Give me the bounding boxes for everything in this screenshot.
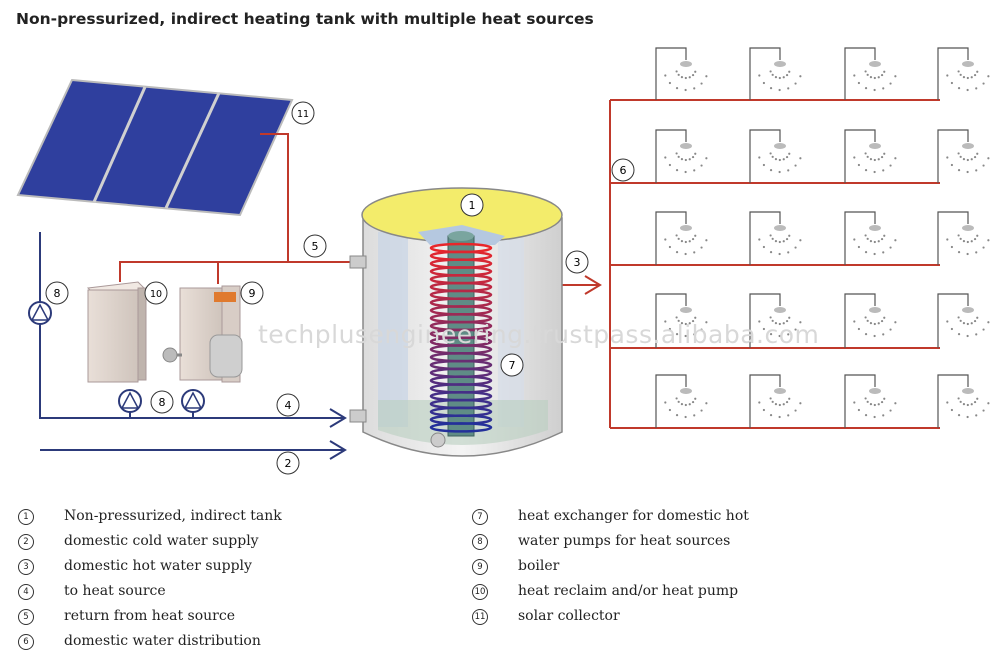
- boiler-unit: [162, 285, 243, 383]
- callout-1-label: 1: [469, 199, 476, 212]
- legend-label: to heat source: [64, 583, 166, 599]
- spray: [853, 307, 897, 338]
- callout-7: 7: [500, 353, 524, 377]
- callout-10-label: 10: [150, 289, 162, 300]
- legend-number: 5: [18, 609, 34, 625]
- legend-label: boiler: [518, 558, 560, 574]
- legend-label: heat exchanger for domestic hot: [518, 508, 749, 524]
- shower-heads: [655, 47, 969, 428]
- legend-number: 11: [472, 609, 488, 625]
- shower-row-3: [655, 211, 969, 265]
- spray: [664, 225, 708, 256]
- legend-label: Non-pressurized, indirect tank: [64, 508, 282, 524]
- callout-5: 5: [303, 234, 327, 258]
- callout-2-label: 2: [285, 457, 292, 470]
- spray: [853, 61, 897, 92]
- heat-pump-unit: [86, 281, 148, 383]
- spray: [758, 143, 802, 174]
- callout-3: 3: [565, 250, 589, 274]
- shower-sprays: [664, 61, 990, 419]
- legend-label: domestic water distribution: [64, 633, 261, 649]
- callout-11-label: 11: [297, 109, 309, 120]
- pump-heat-pump: [118, 389, 142, 413]
- pump-boiler: [181, 389, 205, 413]
- callout-8-bottom-label: 8: [159, 396, 166, 409]
- heat-exchanger-coil: [429, 242, 493, 433]
- spray: [946, 388, 990, 419]
- diagram-title: Non-pressurized, indirect heating tank w…: [16, 10, 594, 28]
- legend-number: 4: [18, 584, 34, 600]
- shower-row-1: [655, 47, 969, 100]
- callout-8-bottom: 8: [150, 390, 174, 414]
- legend-label: domestic hot water supply: [64, 558, 252, 574]
- spray: [853, 388, 897, 419]
- pump-left: [28, 301, 52, 325]
- spray: [664, 307, 708, 338]
- spray: [758, 388, 802, 419]
- hot-water-pipes: [119, 99, 940, 429]
- callout-9: 9: [240, 281, 264, 305]
- spray: [758, 225, 802, 256]
- callout-8-left: 8: [45, 281, 69, 305]
- callout-9-label: 9: [249, 287, 256, 300]
- storage-tank: [349, 187, 563, 457]
- shower-row-4: [655, 293, 969, 348]
- legend-number: 6: [18, 634, 34, 650]
- callout-7-label: 7: [509, 359, 516, 372]
- callout-6-label: 6: [620, 164, 627, 177]
- callout-10: 10: [144, 281, 168, 305]
- coil-ring: [429, 422, 493, 433]
- spray: [664, 61, 708, 92]
- legend-number: 8: [472, 534, 488, 550]
- legend-number: 7: [472, 509, 488, 525]
- callout-5-label: 5: [312, 240, 319, 253]
- callout-3-label: 3: [574, 256, 581, 269]
- spray: [853, 143, 897, 174]
- callout-6: 6: [611, 158, 635, 182]
- legend-number: 1: [18, 509, 34, 525]
- legend-label: heat reclaim and/or heat pump: [518, 583, 739, 599]
- legend-label: domestic cold water supply: [64, 533, 259, 549]
- callout-4: 4: [276, 393, 300, 417]
- callout-2: 2: [276, 451, 300, 475]
- spray: [664, 143, 708, 174]
- heating-system-diagram: 1 2 3 4 5 6 7 8 8 9 10 11: [16, 47, 990, 475]
- spray: [664, 388, 708, 419]
- spray: [853, 225, 897, 256]
- legend-label: solar collector: [518, 608, 620, 624]
- spray: [758, 307, 802, 338]
- shower-row-2: [655, 129, 969, 183]
- watermark: techplusengineering.trustpass.alibaba.co…: [258, 320, 820, 349]
- shower-row-5: [655, 374, 969, 428]
- solar-collector: [16, 78, 294, 217]
- callout-11: 11: [291, 101, 315, 125]
- callout-8-left-label: 8: [54, 287, 61, 300]
- legend-number: 3: [18, 559, 34, 575]
- spray: [946, 61, 990, 92]
- spray: [946, 143, 990, 174]
- cold-water-pipes: [39, 232, 347, 460]
- spray: [946, 225, 990, 256]
- callout-4-label: 4: [285, 399, 292, 412]
- callout-1: 1: [460, 193, 484, 217]
- legend-number: 2: [18, 534, 34, 550]
- spray: [946, 307, 990, 338]
- legend-number: 10: [472, 584, 488, 600]
- legend-label: water pumps for heat sources: [518, 533, 731, 549]
- spray: [758, 61, 802, 92]
- legend-number: 9: [472, 559, 488, 575]
- legend-label: return from heat source: [64, 608, 235, 624]
